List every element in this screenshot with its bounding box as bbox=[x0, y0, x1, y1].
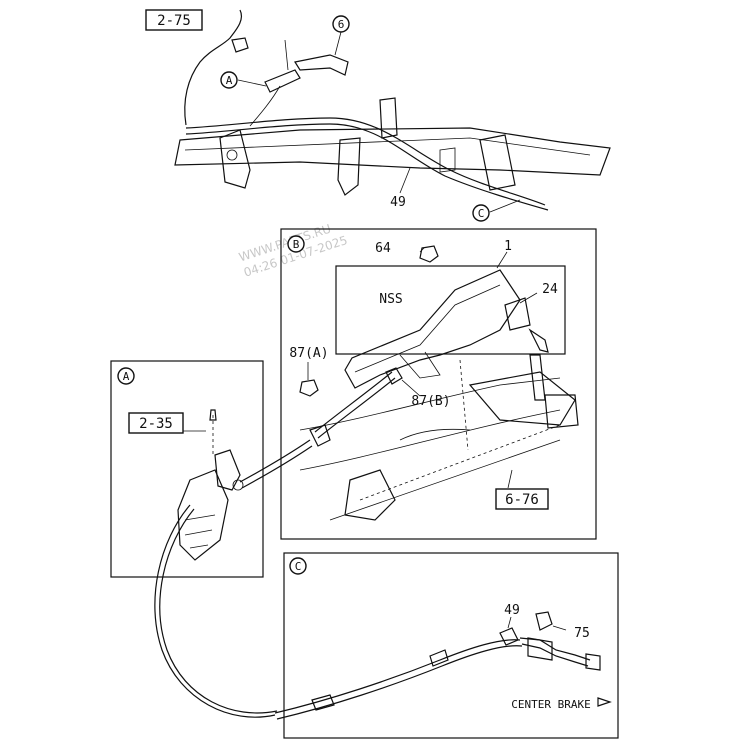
callout-circle-b: B bbox=[287, 235, 305, 253]
callout-2-35: 2-35 bbox=[128, 412, 184, 434]
svg-text:2-35: 2-35 bbox=[139, 416, 173, 432]
svg-text:A: A bbox=[123, 370, 130, 383]
svg-text:C: C bbox=[478, 207, 485, 220]
svg-text:C: C bbox=[295, 560, 302, 573]
part-87a: 87(A) bbox=[289, 346, 328, 361]
callout-circle-a: A bbox=[117, 367, 135, 385]
label-nss: NSS bbox=[379, 292, 402, 307]
svg-text:2-75: 2-75 bbox=[157, 13, 191, 29]
top-assembly bbox=[174, 9, 611, 213]
svg-text:6-76: 6-76 bbox=[505, 492, 539, 508]
svg-text:6: 6 bbox=[338, 18, 345, 31]
cable-49-loop bbox=[154, 504, 276, 718]
part-75: 75 bbox=[574, 626, 590, 641]
callout-2-75: 2-75 bbox=[145, 9, 203, 31]
part-49-top: 49 bbox=[390, 195, 406, 210]
part-87b: 87(B) bbox=[411, 394, 450, 409]
center-brake-label: CENTER BRAKE bbox=[511, 698, 590, 711]
detail-a-panel bbox=[110, 360, 313, 578]
part-49-c: 49 bbox=[504, 603, 520, 618]
callout-circle-c-top: C bbox=[472, 204, 490, 222]
svg-text:A: A bbox=[226, 74, 233, 87]
svg-text:B: B bbox=[293, 238, 300, 251]
part-1: 1 bbox=[504, 239, 512, 254]
callout-circle-6: 6 bbox=[332, 15, 350, 33]
part-64: 64 bbox=[375, 241, 391, 256]
detail-c-panel bbox=[274, 552, 619, 739]
callout-circle-a-top: A bbox=[220, 71, 238, 89]
callout-6-76: 6-76 bbox=[495, 488, 549, 510]
part-24: 24 bbox=[542, 282, 558, 297]
callout-circle-c: C bbox=[289, 557, 307, 575]
detail-b-panel bbox=[280, 228, 597, 540]
